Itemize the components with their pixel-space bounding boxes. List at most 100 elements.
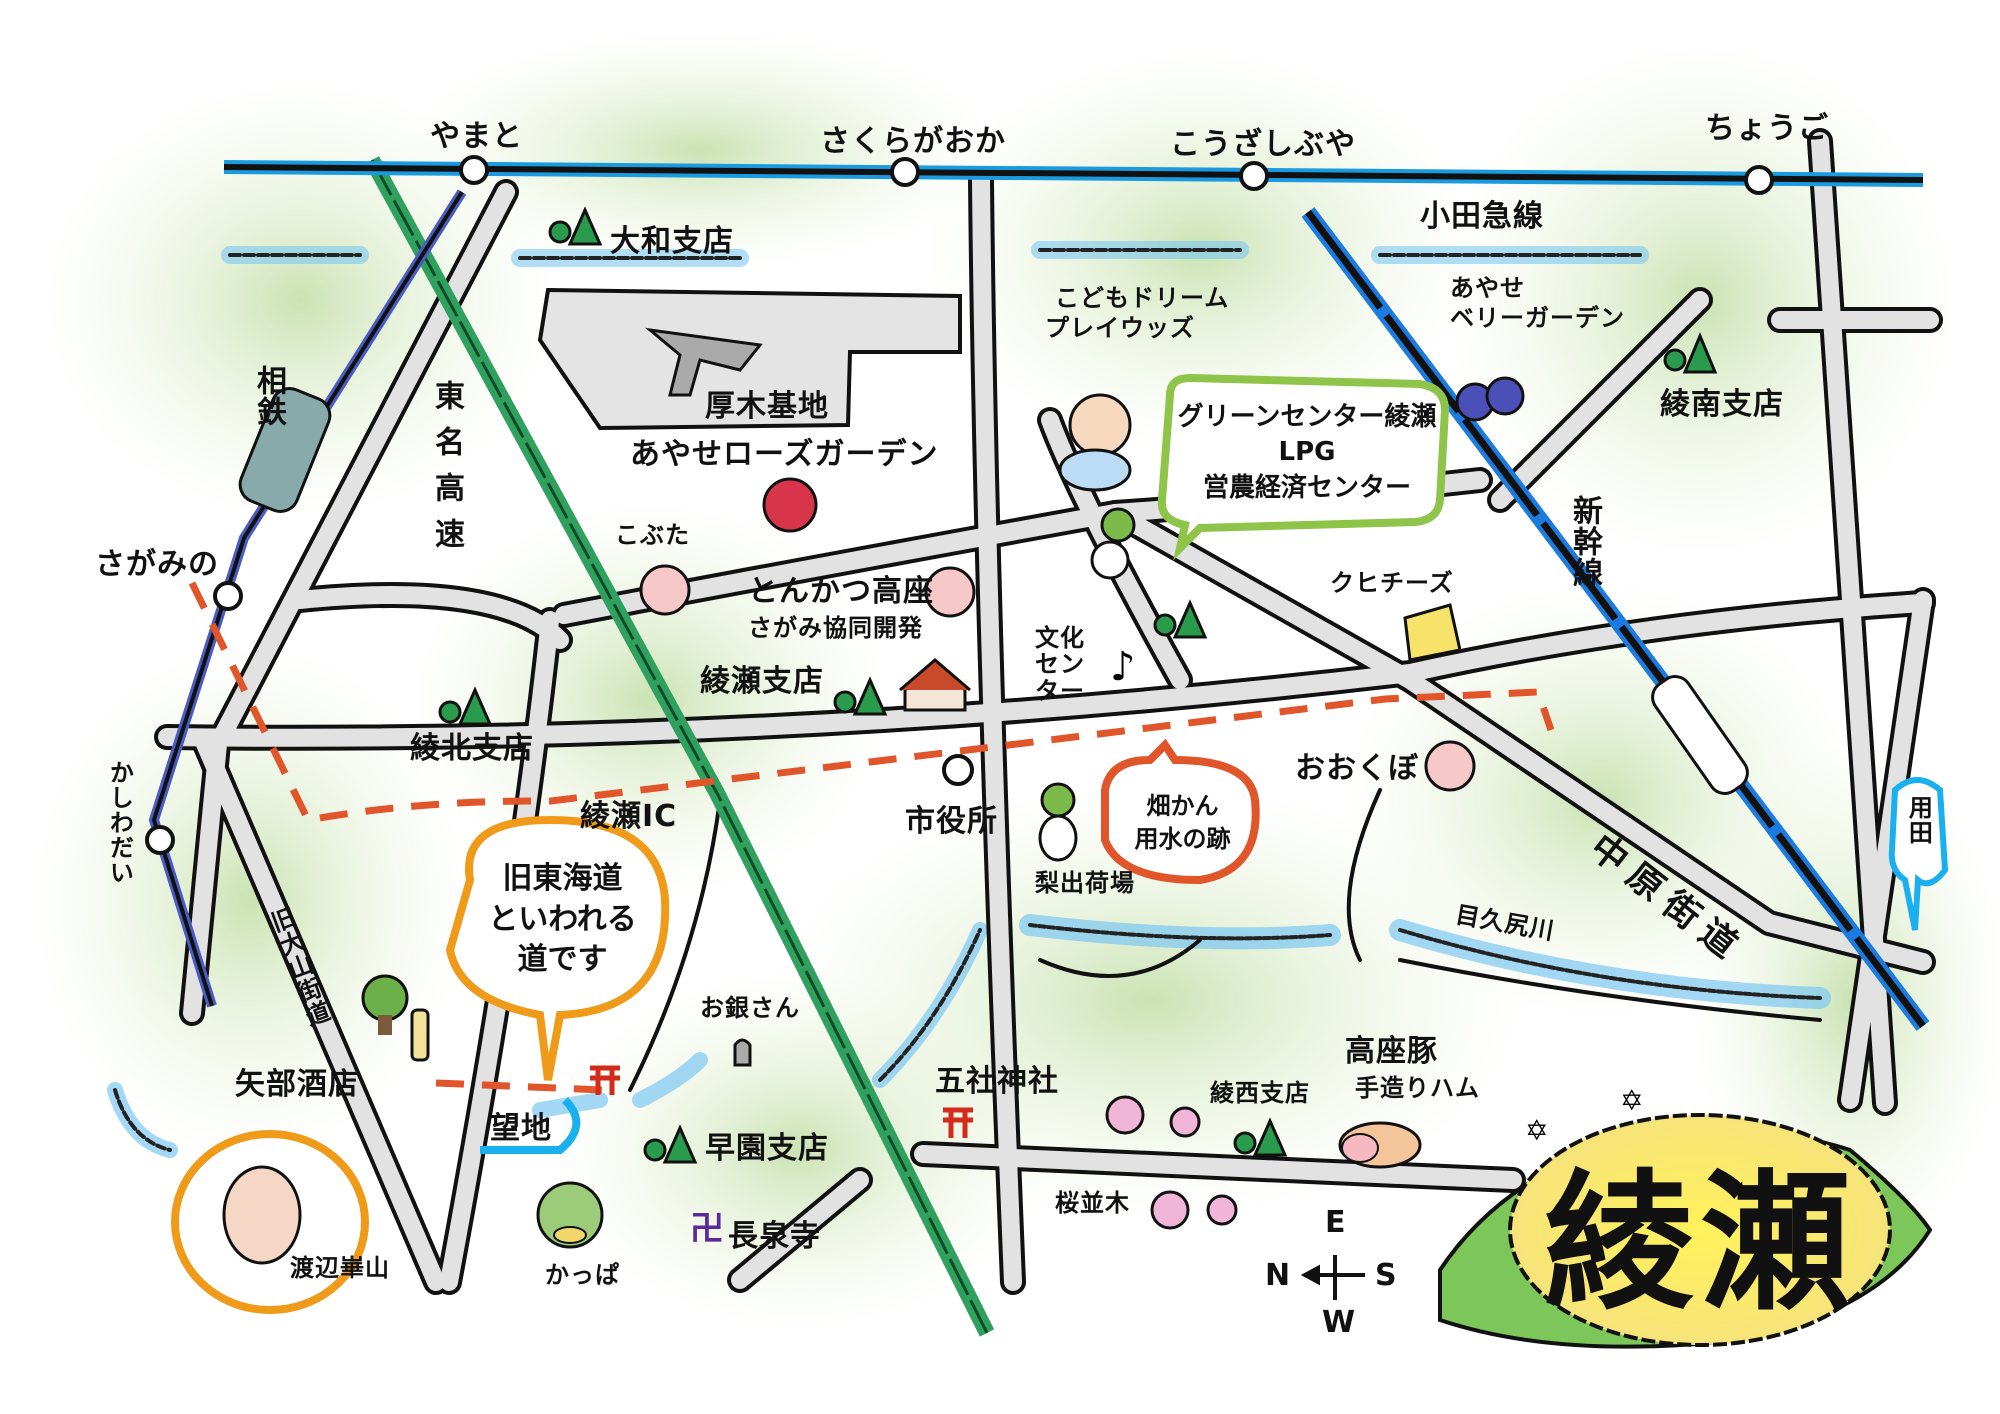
bubble-tokaido: 旧東海道といわれる道です <box>465 830 660 1010</box>
bubble-hatakan-outline <box>1101 738 1260 885</box>
house-icon <box>899 658 971 712</box>
branch-marker-green-center-icon <box>1153 599 1208 639</box>
branch-marker-hayazono-icon <box>643 1124 698 1164</box>
branch-marker-ayase-icon <box>833 676 888 716</box>
temple-icon: 卍 <box>690 1209 724 1249</box>
branch-marker-ryosai-icon <box>1233 1117 1288 1157</box>
station-kashiwadai <box>145 825 175 855</box>
cheese-icon <box>1403 603 1462 662</box>
station-label-kouzashibuya: こうざしぶや <box>1170 127 1356 162</box>
station-kouzashibuya <box>1239 161 1269 191</box>
mochi-pond <box>480 1097 581 1154</box>
roads <box>154 128 1943 1295</box>
branch-marker-ryonan-icon <box>1663 332 1718 374</box>
kazan-portrait-icon <box>222 1165 302 1265</box>
svg-text:✡: ✡ <box>1620 1084 1643 1117</box>
vegetable-icon <box>1090 507 1136 580</box>
label-chosenji: 長泉寺 <box>728 1219 821 1254</box>
label-gosha-shrine: 五社神社 <box>935 1064 1059 1099</box>
tree-icon <box>361 974 409 1035</box>
label-berry-garden-2: ベリーガーデン <box>1450 304 1625 332</box>
music-note-icon: ♪ <box>1110 644 1136 690</box>
station-label-yamato: やまと <box>430 119 523 154</box>
svg-text:✡: ✡ <box>1525 1114 1548 1147</box>
torii-icon-tokaido <box>590 1065 620 1095</box>
station-label-sagamino: さがみの <box>95 547 219 582</box>
torii-icon-gosha <box>943 1107 973 1138</box>
label-ryonan-branch: 綾南支店 <box>1660 387 1784 422</box>
daikon-icon <box>1038 782 1078 862</box>
branch-marker-ryohoku-icon <box>438 686 493 726</box>
pig-icon-okubo <box>1424 740 1476 792</box>
green-center-line-1: グリーンセンター綾瀬 <box>1177 402 1437 433</box>
green-center-line-2: LPG <box>1278 437 1336 468</box>
label-ogin: お銀さん <box>700 994 800 1022</box>
pig-icon-tonkatsu <box>924 566 976 618</box>
compass-east: E <box>1325 1205 1346 1240</box>
bubble-yoda-outline <box>1888 777 1949 931</box>
label-berry-garden-1: あやせ <box>1450 274 1525 302</box>
label-kodomo-dream: こどもドリーム <box>1055 284 1230 312</box>
label-ayase-branch: 綾瀬支店 <box>700 664 824 699</box>
label-okubo: おおくぼ <box>1295 751 1419 786</box>
compass-west: W <box>1322 1305 1356 1340</box>
label-playwoods: プレイウッズ <box>1045 314 1195 342</box>
rose-icon <box>762 477 818 533</box>
sake-bottle-icon <box>410 1008 430 1062</box>
lemon-shape <box>1438 1113 1933 1349</box>
label-sagami-kyodo: さがみ協同開発 <box>748 614 923 642</box>
sakura-tree-icon <box>1105 1095 1238 1230</box>
svg-text:卍: 卍 <box>690 1209 724 1249</box>
child-icon <box>1058 393 1132 492</box>
tokaido-line-3: 道です <box>517 942 608 978</box>
label-kobuta: こぶた <box>615 521 690 549</box>
green-center-line-3: 営農経済センター <box>1202 472 1411 503</box>
compass-icon <box>1300 1255 1365 1300</box>
bubble-green-center-outline <box>1157 373 1450 561</box>
compass-north: N <box>1265 1258 1291 1293</box>
station-yamato <box>459 155 489 185</box>
gravestone-icon <box>733 1038 752 1067</box>
label-yoda: 用田 <box>1904 795 1933 845</box>
label-yabe-sake: 矢部酒店 <box>235 1067 359 1102</box>
line-label-odakyu: 小田急線 <box>1420 199 1544 234</box>
ham-icon <box>1338 1121 1422 1169</box>
station-sagamino <box>213 581 243 611</box>
rivers <box>107 241 1831 1158</box>
bubble-hatakan: 畑かん用水の跡 <box>1110 770 1255 875</box>
label-kazan: 渡辺崋山 <box>290 1254 390 1282</box>
blueberry-icon <box>1455 376 1525 422</box>
city-hall-icon <box>942 754 974 786</box>
compass-south: S <box>1375 1258 1397 1293</box>
hatakan-line-1: 畑かん <box>1146 792 1219 821</box>
sotetsu-line-core <box>151 190 464 1007</box>
shinkansen-line-core <box>1305 209 1926 1029</box>
tokaido-line-2: といわれる <box>488 901 637 937</box>
svg-text:♪: ♪ <box>1110 644 1136 690</box>
label-sakura-namiki: 桜並木 <box>1055 1189 1130 1217</box>
bubble-green-center: グリーンセンター綾瀬 LPG 営農経済センター <box>1172 388 1442 518</box>
label-hayazono-branch: 早園支店 <box>705 1131 829 1166</box>
station-chougo <box>1744 165 1774 195</box>
bubble-tokaido-outline <box>445 815 670 1081</box>
label-ayase-ic: 綾瀬IC <box>580 799 678 834</box>
line-label-sotetsu: 相鉄 <box>251 365 286 427</box>
station-sakuragaoka <box>890 157 920 187</box>
tomei-expressway-line <box>370 159 989 1334</box>
label-atsugi-base: 厚木基地 <box>705 389 829 424</box>
map-title: 綾瀬 <box>1543 1156 1856 1331</box>
kappa-icon <box>536 1181 604 1249</box>
label-bunka-center: 文化センター <box>1035 624 1085 705</box>
old-tokaido-route <box>188 581 1555 1094</box>
label-tonkatsu: とんかつ高座 <box>748 574 934 609</box>
station-label-chougo: ちょうご <box>1705 111 1829 146</box>
airplane-icon <box>645 327 763 397</box>
label-ryohoku-branch: 綾北支店 <box>410 731 534 766</box>
label-cheese: クヒチーズ <box>1330 569 1454 597</box>
label-ham-1: 高座豚 <box>1345 1034 1438 1069</box>
tokaido-line-1: 旧東海道 <box>502 861 623 897</box>
label-shipping: 梨出荷場 <box>1035 869 1135 897</box>
label-kappa: かっぱ <box>545 1261 620 1289</box>
shinkansen-train-icon <box>1651 675 1749 795</box>
